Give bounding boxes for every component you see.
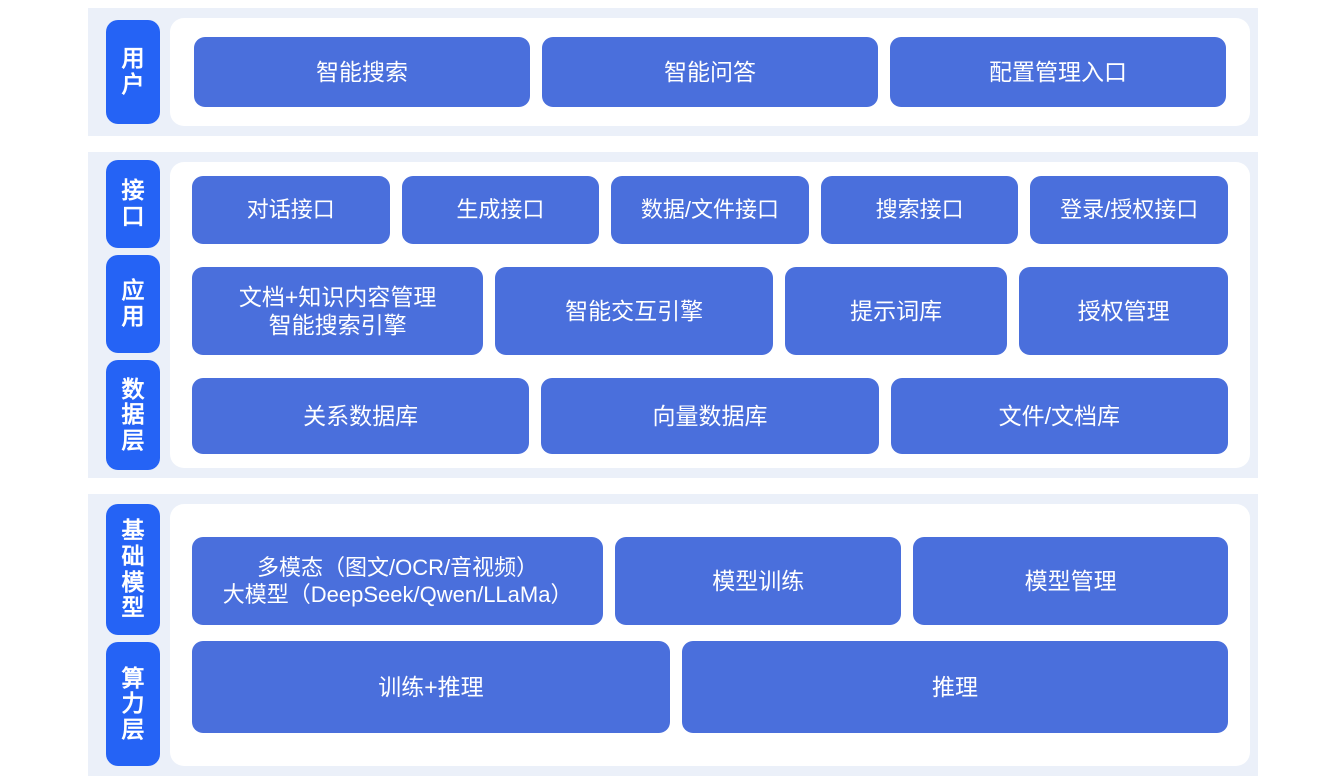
box-data-file-api[interactable]: 数据/文件接口 [611,176,809,244]
box-vector-database[interactable]: 向量数据库 [541,378,879,454]
row-interface-apis: 对话接口 生成接口 数据/文件接口 搜索接口 登录/授权接口 [192,176,1228,244]
layer-tab-user-label: 用户 [121,45,145,97]
layer-group-middle: 接口 应用 数据层 对话接口 生成接口 数据/文件接口 搜索接口 登录/授权接口… [88,152,1258,478]
box-relational-database[interactable]: 关系数据库 [192,378,530,454]
box-dialogue-api[interactable]: 对话接口 [192,176,390,244]
layer-tab-application-label: 应用 [121,277,145,330]
layer-panel-middle: 对话接口 生成接口 数据/文件接口 搜索接口 登录/授权接口 文档+知识内容管理… [170,162,1250,468]
layer-tab-foundation-model[interactable]: 基础模型 [106,504,160,636]
layer-tab-column-user: 用户 [88,8,160,136]
row-data-stores: 关系数据库 向量数据库 文件/文档库 [192,378,1228,454]
box-authorization-management[interactable]: 授权管理 [1019,267,1228,355]
box-intelligent-qa[interactable]: 智能问答 [542,37,878,107]
box-intelligent-interaction-engine[interactable]: 智能交互引擎 [495,267,773,355]
layer-group-user: 用户 智能搜索 智能问答 配置管理入口 [88,8,1258,136]
box-prompt-library[interactable]: 提示词库 [784,267,1008,355]
box-model-management[interactable]: 模型管理 [913,537,1228,625]
layer-tab-compute-label: 算力层 [121,664,145,743]
row-application-services: 文档+知识内容管理 智能搜索引擎 智能交互引擎 提示词库 授权管理 [192,267,1228,355]
box-file-document-store[interactable]: 文件/文档库 [890,378,1228,454]
box-generation-api[interactable]: 生成接口 [401,176,600,244]
row-user-entries: 智能搜索 智能问答 配置管理入口 [194,37,1226,107]
layer-tab-user[interactable]: 用户 [106,20,160,124]
box-multimodal-large-model[interactable]: 多模态（图文/OCR/音视频） 大模型（DeepSeek/Qwen/LLaMa） [192,537,604,625]
row-foundation-models: 多模态（图文/OCR/音视频） 大模型（DeepSeek/Qwen/LLaMa）… [192,537,1228,625]
layer-tab-column-foundation: 基础模型 算力层 [88,494,160,776]
layer-tab-foundation-model-label: 基础模型 [121,517,145,621]
box-intelligent-search[interactable]: 智能搜索 [194,37,530,107]
box-login-auth-api[interactable]: 登录/授权接口 [1030,176,1228,244]
layer-panel-foundation: 多模态（图文/OCR/音视频） 大模型（DeepSeek/Qwen/LLaMa）… [170,504,1250,766]
layer-tab-compute[interactable]: 算力层 [106,642,160,766]
box-config-management-entry[interactable]: 配置管理入口 [890,37,1226,107]
box-training-plus-inference[interactable]: 训练+推理 [192,641,670,733]
box-inference[interactable]: 推理 [681,641,1228,733]
box-model-training[interactable]: 模型训练 [615,537,902,625]
layer-group-foundation: 基础模型 算力层 多模态（图文/OCR/音视频） 大模型（DeepSeek/Qw… [88,494,1258,776]
layer-tab-interface[interactable]: 接口 [106,160,160,249]
layer-tab-data[interactable]: 数据层 [106,360,160,471]
layer-tab-interface-label: 接口 [121,177,145,230]
layer-tab-data-label: 数据层 [121,375,145,453]
row-compute-resources: 训练+推理 推理 [192,641,1228,733]
box-document-knowledge-management[interactable]: 文档+知识内容管理 智能搜索引擎 [192,267,484,355]
layer-tab-application[interactable]: 应用 [106,255,160,354]
layer-tab-column-middle: 接口 应用 数据层 [88,152,160,478]
layer-panel-user: 智能搜索 智能问答 配置管理入口 [170,18,1250,126]
box-search-api[interactable]: 搜索接口 [820,176,1019,244]
